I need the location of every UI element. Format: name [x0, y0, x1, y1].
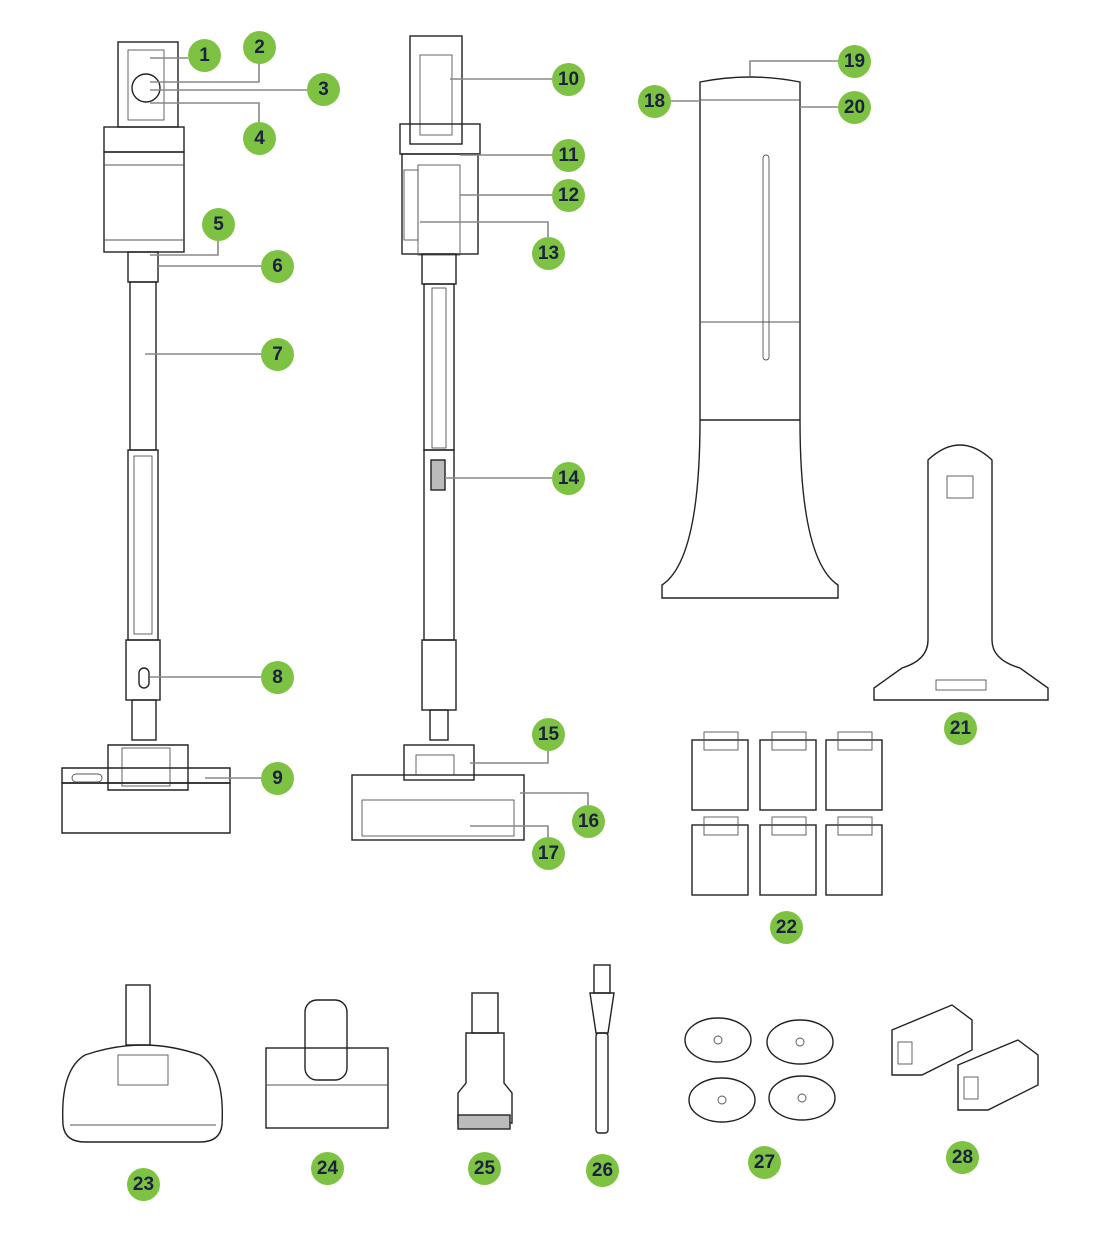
- callout-27: 27: [748, 1146, 781, 1179]
- callout-10: 10: [552, 63, 585, 96]
- brush-tool: [457, 992, 513, 1130]
- callout-8: 8: [261, 661, 294, 694]
- callout-21: 21: [944, 712, 977, 745]
- callout-19: 19: [838, 45, 871, 78]
- callout-5: 5: [202, 208, 235, 241]
- callout-24: 24: [311, 1152, 344, 1185]
- callout-14: 14: [552, 462, 585, 495]
- callout-12: 12: [552, 179, 585, 212]
- callout-20: 20: [838, 91, 871, 124]
- adapters: [891, 1004, 1039, 1111]
- callout-17: 17: [532, 837, 565, 870]
- callout-23: 23: [127, 1168, 160, 1201]
- callout-16: 16: [572, 805, 605, 838]
- callout-3: 3: [307, 73, 340, 106]
- callout-4: 4: [243, 122, 276, 155]
- mop-head: [61, 984, 224, 1143]
- callout-13: 13: [532, 237, 565, 270]
- callout-6: 6: [261, 250, 294, 283]
- filter-set: [691, 731, 883, 896]
- docking-tower: [661, 76, 839, 599]
- crevice-tool: [589, 964, 615, 1134]
- callout-28: 28: [946, 1141, 979, 1174]
- callout-25: 25: [468, 1152, 501, 1185]
- callout-22: 22: [770, 911, 803, 944]
- charging-stand: [873, 444, 1049, 701]
- callout-18: 18: [638, 85, 671, 118]
- vacuum-front-view: [351, 35, 525, 841]
- vacuum-side-view: [61, 41, 231, 834]
- floor-brush: [265, 999, 389, 1129]
- callout-7: 7: [261, 338, 294, 371]
- callout-9: 9: [261, 762, 294, 795]
- callout-26: 26: [586, 1154, 619, 1187]
- callout-1: 1: [188, 39, 221, 72]
- leader-lines: [145, 57, 838, 837]
- callout-2: 2: [243, 31, 276, 64]
- callout-15: 15: [532, 718, 565, 751]
- callout-11: 11: [552, 139, 585, 172]
- mop-pads: [684, 1017, 836, 1123]
